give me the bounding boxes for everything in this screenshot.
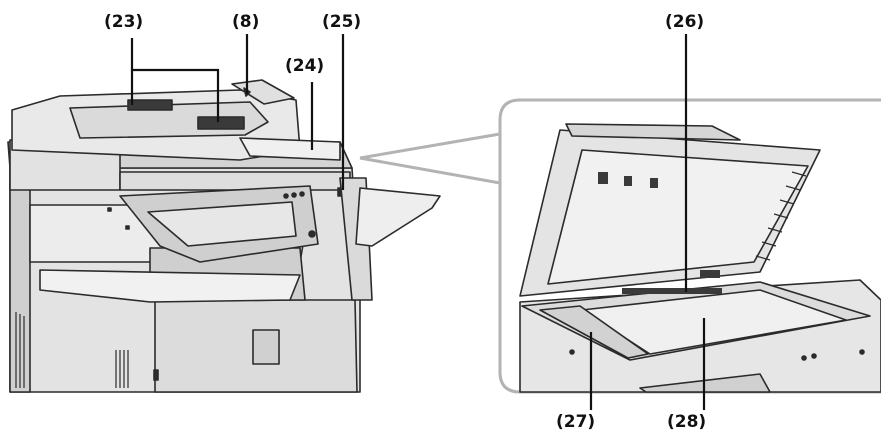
output-tray <box>355 187 441 247</box>
callout-24: (24) <box>285 56 325 76</box>
vent-grille <box>15 312 129 388</box>
original-guide-right <box>197 116 245 130</box>
feeder-rollers <box>598 172 722 294</box>
body-screw-3 <box>153 369 159 381</box>
lid-inner-pad <box>547 149 809 285</box>
leader-23 <box>130 68 220 122</box>
callout-26: (26) <box>665 12 705 32</box>
callout-23: (23) <box>104 12 144 32</box>
machine-illustration <box>7 79 441 393</box>
callout-27: (27) <box>556 412 596 432</box>
callout-25: (25) <box>322 12 362 32</box>
callout-lines-right <box>589 34 706 410</box>
base-screw-1 <box>569 349 575 355</box>
base-screw-4 <box>859 349 865 355</box>
scanner-front-strip <box>119 171 351 191</box>
callout-8: (8) <box>232 12 260 32</box>
zoom-connector <box>359 132 501 185</box>
open-scanner-illustration <box>519 123 881 393</box>
original-guide-left <box>127 99 173 111</box>
power-button-icon <box>308 230 316 238</box>
status-dot-2 <box>291 192 297 198</box>
callout-28: (28) <box>667 412 707 432</box>
body-screw-1 <box>107 207 112 212</box>
base-screw-2 <box>801 355 807 361</box>
automatic-document-glass <box>539 305 649 359</box>
cabinet-handle <box>252 329 280 365</box>
callout-lines-left <box>130 34 345 190</box>
base-screw-3 <box>811 353 817 359</box>
touch-screen <box>147 201 297 247</box>
paper-stack <box>39 269 301 303</box>
lid-hinge-top <box>565 123 741 141</box>
body-screw-2 <box>125 225 130 230</box>
status-dot-1 <box>283 193 289 199</box>
status-dot-3 <box>299 191 305 197</box>
document-exit-tray <box>239 137 341 161</box>
lid-edge-ribs <box>755 171 807 261</box>
